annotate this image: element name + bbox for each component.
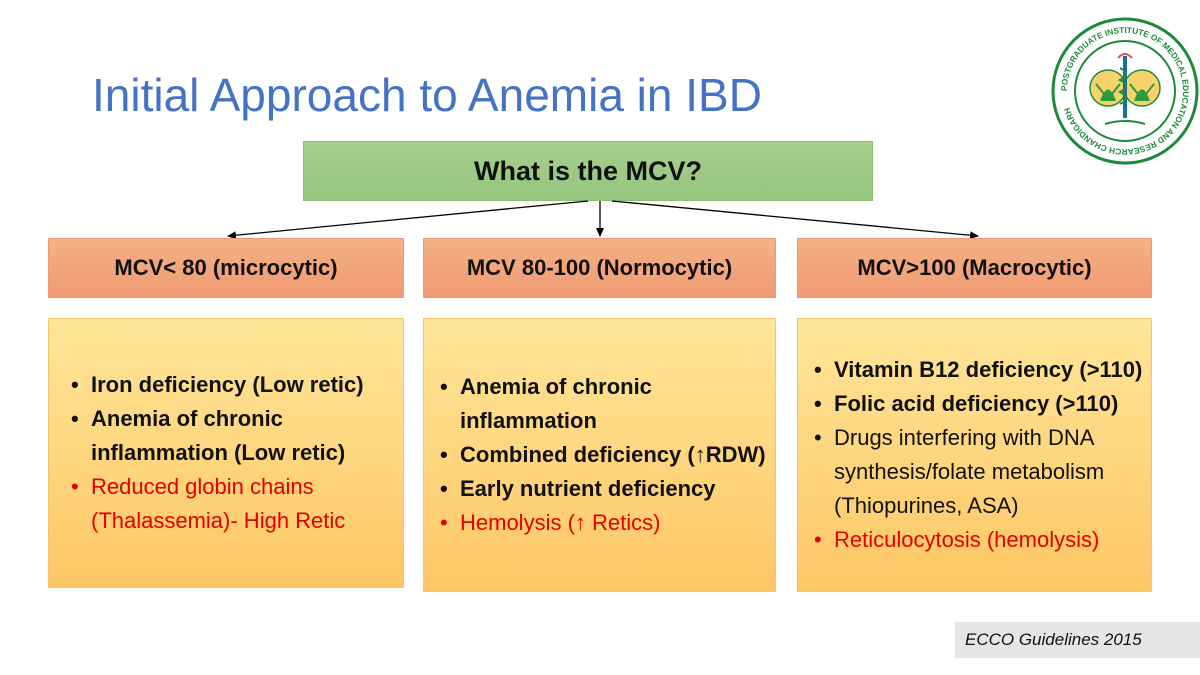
list-item: Vitamin B12 deficiency (>110) (806, 353, 1143, 387)
list-item: Reduced globin chains (Thalassemia)- Hig… (63, 470, 393, 538)
list-item: Hemolysis (↑ Retics) (432, 506, 767, 540)
list-item: Combined deficiency (↑RDW) (432, 438, 767, 472)
list-item: Iron deficiency (Low retic) (63, 368, 393, 402)
header-macrocytic: MCV>100 (Macrocytic) (797, 238, 1152, 298)
box-macrocytic: Vitamin B12 deficiency (>110) Folic acid… (797, 318, 1152, 592)
source-citation: ECCO Guidelines 2015 (955, 622, 1200, 658)
list-item: Folic acid deficiency (>110) (806, 387, 1143, 421)
arrow-to-microcytic (227, 200, 589, 240)
list-item: Anemia of chronic inflammation (Low reti… (63, 402, 393, 470)
normocytic-list: Anemia of chronic inflammation Combined … (432, 370, 767, 540)
list-item: Drugs interfering with DNA synthesis/fol… (806, 421, 1143, 523)
box-microcytic: Iron deficiency (Low retic) Anemia of ch… (48, 318, 404, 588)
arrow-to-macrocytic (611, 200, 979, 240)
slide-title: Initial Approach to Anemia in IBD (92, 69, 762, 121)
macrocytic-list: Vitamin B12 deficiency (>110) Folic acid… (806, 353, 1143, 557)
list-item: Reticulocytosis (hemolysis) (806, 523, 1143, 557)
mcv-question-box: What is the MCV? (303, 141, 873, 201)
list-item: Early nutrient deficiency (432, 472, 767, 506)
header-normocytic: MCV 80-100 (Normocytic) (423, 238, 776, 298)
list-item: Anemia of chronic inflammation (432, 370, 767, 438)
microcytic-list: Iron deficiency (Low retic) Anemia of ch… (63, 368, 393, 538)
institute-emblem-icon: POSTGRADUATE INSTITUTE OF MEDICAL EDUCAT… (1051, 17, 1199, 165)
header-microcytic: MCV< 80 (microcytic) (48, 238, 404, 298)
box-normocytic: Anemia of chronic inflammation Combined … (423, 318, 776, 592)
